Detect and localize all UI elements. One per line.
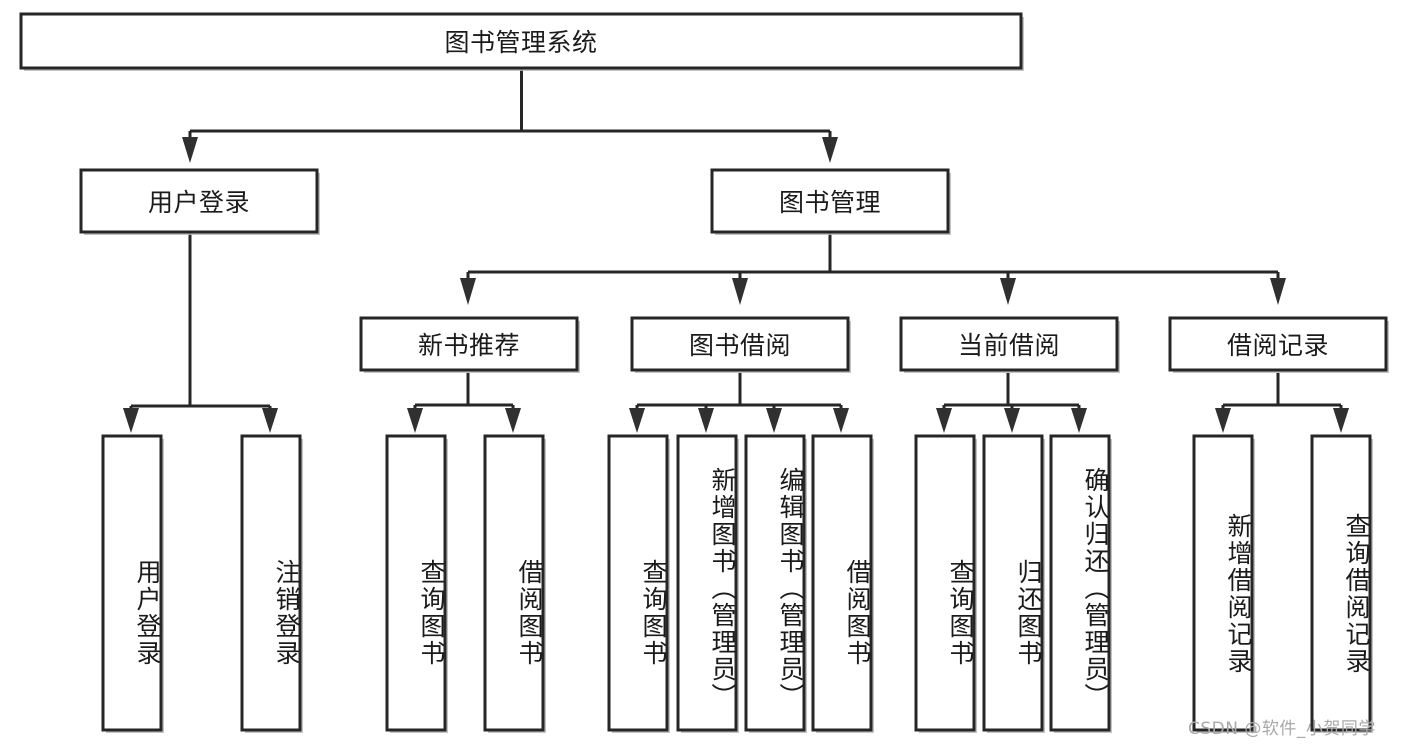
leaf-book-borrow-2-box[interactable]	[744, 434, 806, 732]
arrow-book-manage-to-new-book	[460, 278, 476, 305]
csdn-watermark: CSDN @软件_小贺同学	[1188, 719, 1376, 739]
leaf-book-borrow-3-box[interactable]	[811, 434, 873, 732]
arrow-book-borrow-leaf-1	[698, 408, 714, 433]
leaf-borrow-record-0-box[interactable]	[1192, 434, 1254, 732]
arrow-borrow-record-leaf-1	[1333, 408, 1349, 433]
book-borrow-box[interactable]	[630, 316, 850, 372]
leaf-new-book-0-box[interactable]	[385, 434, 447, 732]
arrow-current-borrow-leaf-0	[936, 408, 952, 433]
arrow-book-manage-to-book-borrow	[732, 278, 748, 305]
connector-group-borrow-record	[1215, 373, 1349, 433]
arrow-root-to-book-manage	[822, 137, 838, 163]
root-box[interactable]	[19, 12, 1023, 70]
leaf-book-borrow-1-box[interactable]	[676, 434, 738, 732]
leaf-current-borrow-0-box[interactable]	[914, 434, 976, 732]
arrow-borrow-record-leaf-0	[1215, 408, 1231, 433]
arrow-current-borrow-leaf-2	[1071, 408, 1087, 433]
arrow-book-borrow-leaf-0	[629, 408, 645, 433]
leaf-current-borrow-1-box[interactable]	[982, 434, 1044, 732]
arrow-book-manage-to-current-borrow	[1000, 278, 1016, 305]
user-login-box[interactable]	[79, 168, 319, 234]
arrow-new-book-leaf-1	[505, 408, 521, 433]
arrow-user-login-leaf-1	[262, 408, 278, 433]
arrow-user-login-leaf-0	[123, 408, 139, 433]
arrow-current-borrow-leaf-1	[1004, 408, 1020, 433]
book-manage-box[interactable]	[710, 168, 950, 234]
arrow-book-borrow-leaf-3	[833, 408, 849, 433]
connector-group-book-borrow	[629, 373, 849, 433]
leaf-book-borrow-0-box[interactable]	[607, 434, 669, 732]
connector-group-new-book	[407, 373, 521, 433]
borrow-record-box[interactable]	[1168, 316, 1388, 372]
arrow-book-manage-to-borrow-record	[1270, 278, 1286, 305]
new-book-box[interactable]	[359, 316, 579, 372]
arrow-new-book-leaf-0	[407, 408, 423, 433]
leaf-new-book-1-box[interactable]	[483, 434, 545, 732]
connector-group-current-borrow	[936, 373, 1087, 433]
leaf-user-login-0-box[interactable]	[101, 434, 163, 732]
arrow-book-borrow-leaf-2	[766, 408, 782, 433]
leaf-current-borrow-2-box[interactable]	[1049, 434, 1111, 732]
connector-group-book-manage	[460, 232, 1286, 305]
arrow-root-to-user-login	[182, 137, 198, 163]
leaf-user-login-1-box[interactable]	[240, 434, 302, 732]
leaf-borrow-record-1-box[interactable]	[1310, 434, 1372, 732]
connector-group-root	[182, 68, 838, 163]
connector-group-user-login	[123, 232, 278, 433]
current-borrow-box[interactable]	[899, 316, 1119, 372]
